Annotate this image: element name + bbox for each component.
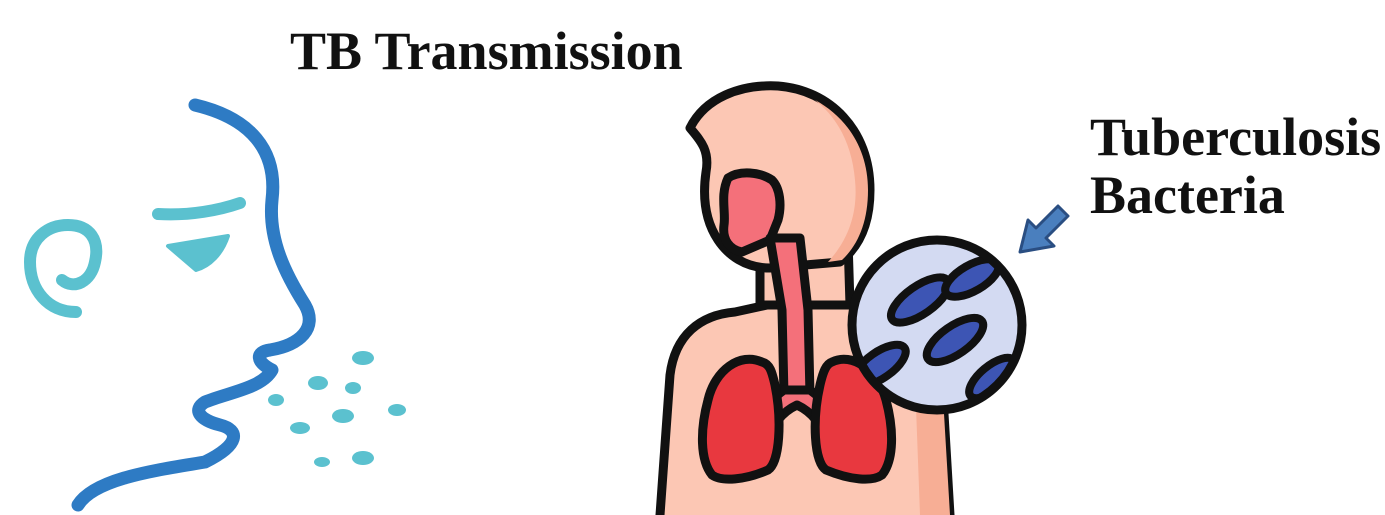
droplet	[308, 376, 328, 390]
left-lung	[702, 359, 779, 479]
droplet	[268, 394, 284, 406]
droplet	[388, 404, 406, 416]
cough-droplets	[268, 351, 406, 467]
droplet	[352, 451, 374, 465]
pointer-arrow	[1020, 206, 1068, 252]
droplet	[290, 422, 310, 434]
droplet	[332, 409, 354, 423]
pointer-arrow-icon	[1020, 206, 1068, 252]
eye-shape	[168, 236, 228, 270]
face-profile-line	[78, 105, 309, 505]
coughing-face-icon	[30, 105, 309, 505]
droplet	[345, 382, 361, 394]
ear-shape	[30, 225, 96, 312]
droplet	[352, 351, 374, 365]
droplet	[314, 457, 330, 467]
eyebrow-line	[158, 203, 240, 214]
